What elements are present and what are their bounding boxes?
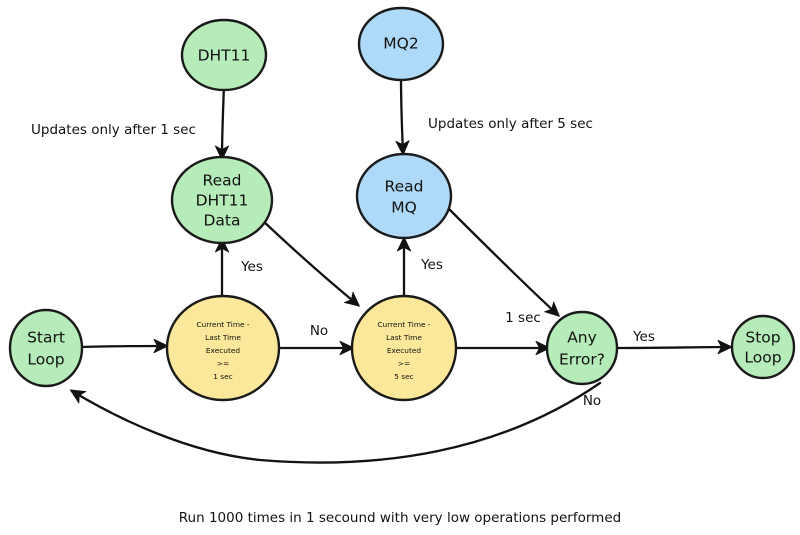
edge-label-yes-stop-loop: Yes [632,329,655,345]
diagram-caption: Run 1000 times in 1 secound with very lo… [179,510,621,526]
node-check-5sec-line4: >= [398,359,410,368]
edge-read-dht11-to-check-5sec [260,218,360,307]
edge-label-no-between-checks: No [310,323,328,339]
node-start-loop-line2: Loop [27,351,64,369]
node-check-5sec-line2: Last Time [386,333,422,342]
node-check-5sec-line3: Executed [387,346,422,355]
node-dht11-label: DHT11 [198,47,251,65]
node-read-mq-shape [355,152,453,240]
node-check-5sec-line5: 5 sec [394,372,414,381]
edge-dht11-to-read-dht11 [214,83,230,161]
node-start-loop-line1: Start [27,329,65,347]
node-check-1sec-line4: >= [217,359,229,368]
node-check-1sec[interactable]: Current Time - Last Time Executed >= 1 s… [165,294,281,402]
note-mq2-update: Updates only after 5 sec [428,116,593,132]
node-read-dht11-data-line2: DHT11 [196,192,249,210]
node-read-mq-line2: MQ [391,199,417,217]
node-mq2-shape [357,6,445,82]
node-check-5sec[interactable]: Current Time - Last Time Executed >= 5 s… [350,294,458,402]
node-read-dht11-data-line3: Data [203,212,240,230]
edge-start-to-check-1sec [78,338,169,354]
node-any-error-line2: Error? [559,351,605,369]
node-read-mq[interactable]: Read MQ [355,152,453,240]
edge-label-yes-read-mq: Yes [420,257,443,273]
edge-any-error-no-to-start-loop [69,381,602,464]
node-check-1sec-line1: Current Time - [196,320,250,329]
edge-read-mq-to-any-error [441,201,560,317]
node-check-1sec-shape [165,294,281,402]
node-read-mq-line1: Read [385,178,424,196]
node-check-5sec-line1: Current Time - [377,320,431,329]
node-start-loop-shape [8,308,84,388]
node-check-1sec-line2: Last Time [205,333,241,342]
edge-any-error-yes-to-stop-loop [612,339,733,355]
edge-mq2-to-read-mq [395,75,410,156]
node-dht11[interactable]: DHT11 [180,18,268,92]
edge-label-no-back-to-start: No [583,393,601,409]
node-any-error-shape [545,310,619,386]
node-dht11-shape [180,18,268,92]
node-stop-loop[interactable]: Stop Loop [730,314,796,380]
node-stop-loop-line2: Loop [744,349,781,367]
node-any-error[interactable]: Any Error? [545,310,619,386]
node-read-dht11-data[interactable]: Read DHT11 Data [170,155,274,245]
node-mq2-label: MQ2 [383,35,418,53]
node-read-dht11-data-line1: Read [203,172,242,190]
node-stop-loop-shape [730,314,796,380]
node-read-dht11-data-shape [170,155,274,245]
edge-label-yes-read-dht11: Yes [240,259,263,275]
edge-label-1sec-to-error: 1 sec [505,310,541,326]
node-stop-loop-line1: Stop [745,329,780,347]
note-dht11-update: Updates only after 1 sec [31,122,196,138]
node-any-error-line1: Any [567,329,597,347]
node-start-loop[interactable]: Start Loop [8,308,84,388]
node-check-1sec-line5: 1 sec [213,372,233,381]
node-check-5sec-shape [350,294,458,402]
node-mq2[interactable]: MQ2 [357,6,445,82]
node-check-1sec-line3: Executed [206,346,241,355]
